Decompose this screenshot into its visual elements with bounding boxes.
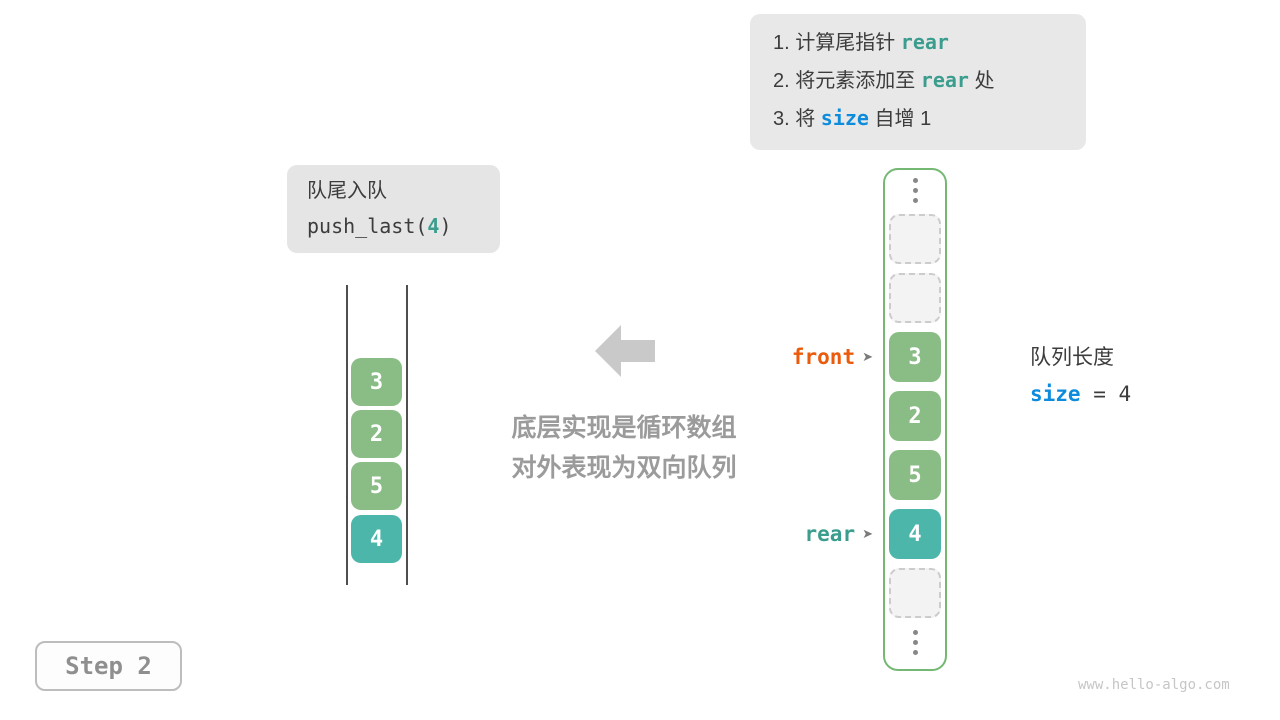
rear-keyword: rear [920, 68, 969, 92]
left-array-cell: 5 [351, 462, 402, 510]
step-badge-label: Step 2 [65, 652, 152, 680]
left-block-arrow-icon [595, 325, 655, 382]
left-array-rail-right [406, 285, 408, 585]
left-array-cell-new: 4 [351, 515, 402, 563]
rear-keyword: rear [900, 30, 949, 54]
instruction-line-1: 1. 计算尾指针 rear [773, 24, 1086, 62]
instruction-line-3: 3. 将 size 自增 1 [773, 106, 932, 130]
empty-slot [889, 568, 941, 618]
left-array-rail-left [346, 285, 348, 585]
queue-length-info: 队列长度 size = 4 [1030, 340, 1131, 412]
front-pointer-arrow-icon: ➤ [862, 349, 873, 365]
operation-box: 队尾入队 push_last(4) [287, 165, 500, 253]
rear-pointer-label: rear [804, 522, 856, 546]
front-pointer-label: front [791, 345, 856, 369]
ellipsis-top-icon [909, 178, 921, 203]
note-line-1: 底层实现是循环数组 [511, 414, 737, 442]
operation-title: 队尾入队 [307, 180, 387, 202]
empty-slot [889, 273, 941, 323]
watermark: www.hello-algo.com [1078, 677, 1230, 693]
size-keyword: size [820, 106, 869, 130]
rear-pointer: rear ➤ [745, 521, 873, 547]
queue-cell-rear-new: 4 [889, 509, 941, 559]
left-array-cell: 3 [351, 358, 402, 406]
queue-cell: 5 [889, 450, 941, 500]
step-badge: Step 2 [35, 641, 182, 691]
front-pointer: front ➤ [745, 344, 873, 370]
pushed-value: 4 [427, 214, 440, 238]
instruction-3-text: 3. 将 [773, 108, 821, 130]
queue-cell-front: 3 [889, 332, 941, 382]
queue-cell: 2 [889, 391, 941, 441]
size-keyword: size [1030, 382, 1081, 406]
instruction-2-text: 2. 将元素添加至 [773, 70, 921, 92]
empty-slot [889, 214, 941, 264]
ellipsis-bottom-icon [909, 630, 921, 655]
implementation-note: 底层实现是循环数组 对外表现为双向队列 [495, 408, 753, 488]
instruction-box: 1. 计算尾指针 rear 2. 将元素添加至 rear 处 3. 将 size… [750, 14, 1086, 150]
instruction-1-text: 1. 计算尾指针 [773, 32, 901, 54]
operation-code: push_last(4) [307, 214, 452, 238]
queue-length-value: size = 4 [1030, 382, 1132, 406]
queue-length-title: 队列长度 [1030, 346, 1114, 369]
instruction-line-2: 2. 将元素添加至 rear 处 [773, 68, 995, 92]
left-array-cell: 2 [351, 410, 402, 458]
rear-pointer-arrow-icon: ➤ [862, 526, 873, 542]
note-line-2: 对外表现为双向队列 [511, 454, 737, 482]
